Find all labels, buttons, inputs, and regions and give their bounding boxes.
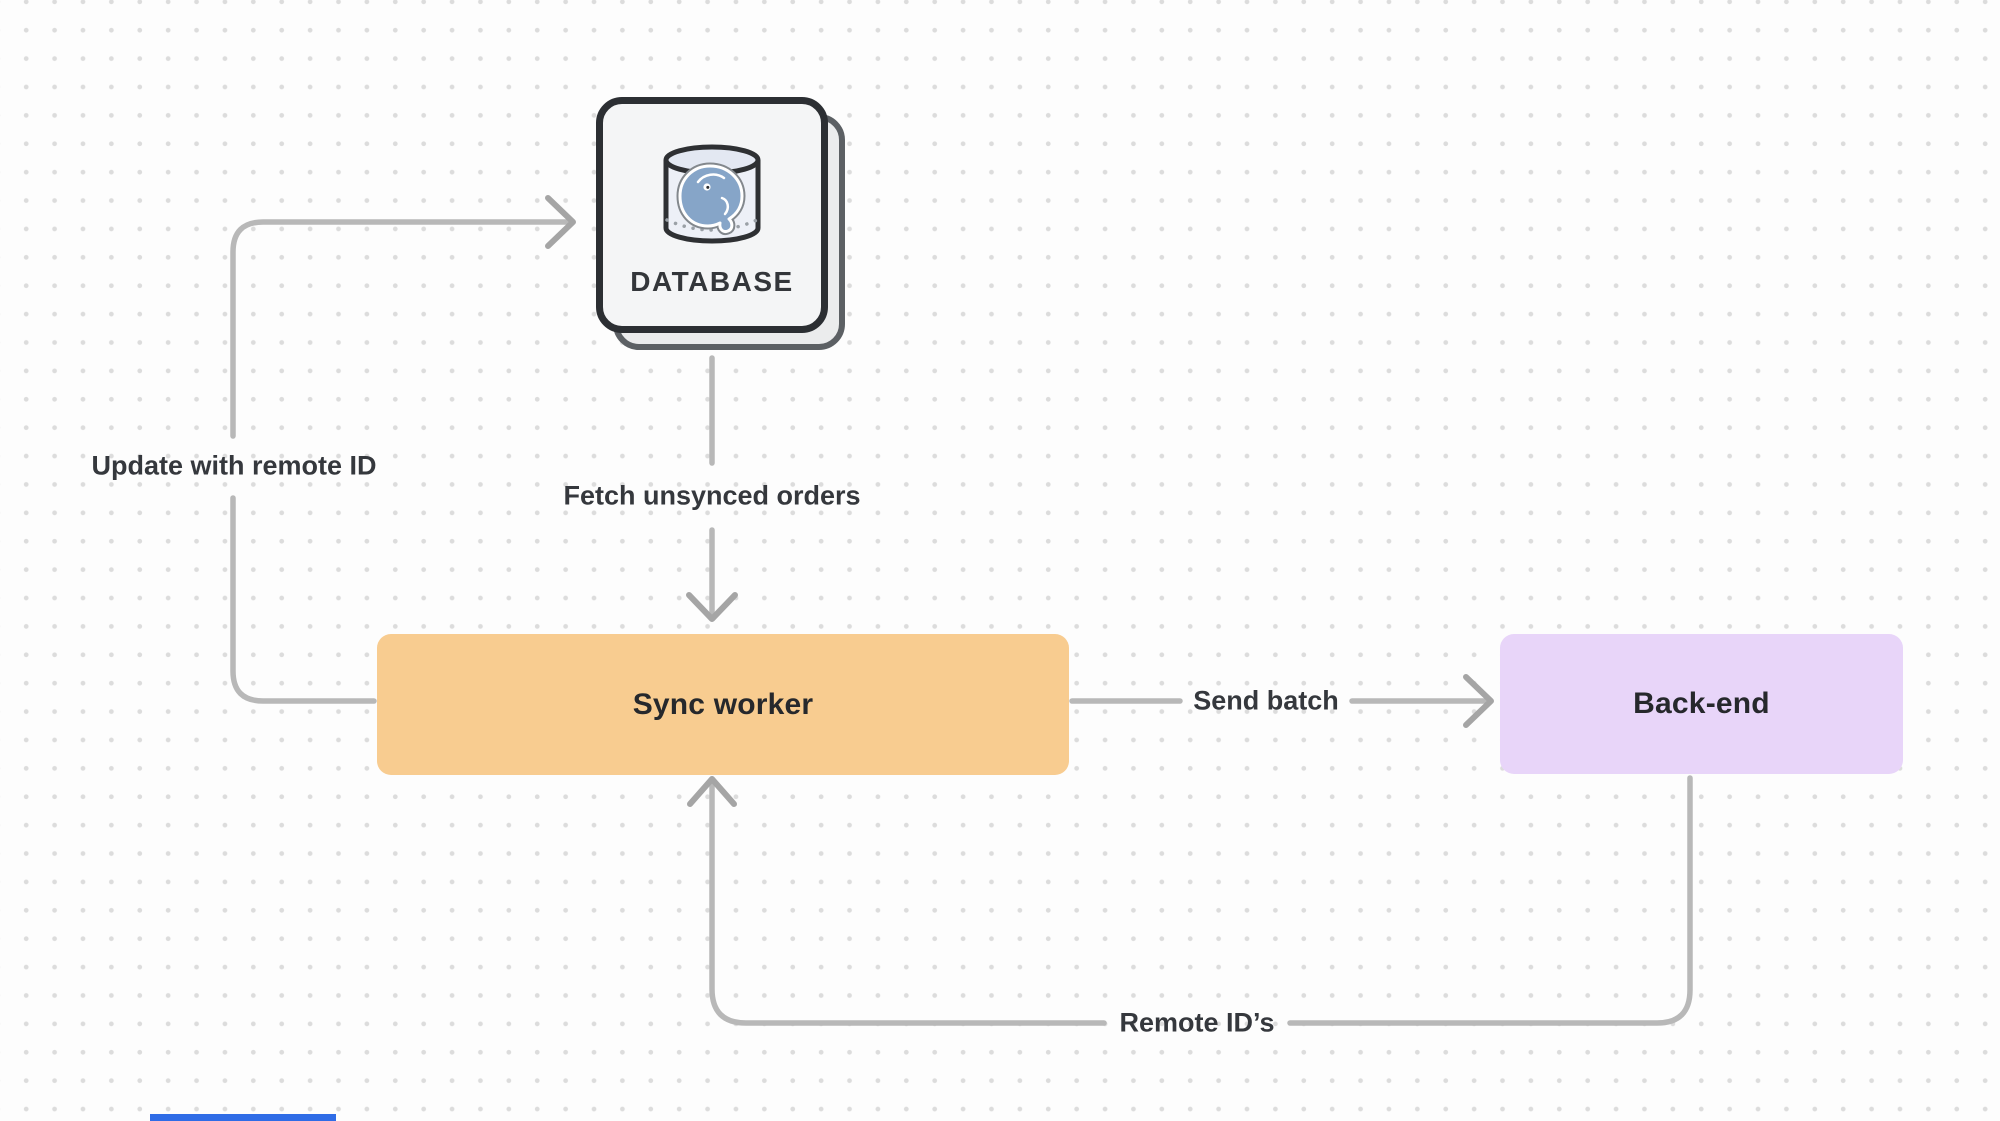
edge-label-send-batch: Send batch: [1193, 685, 1339, 716]
database-node[interactable]: DATABASE: [596, 97, 828, 333]
partial-blue-shape: [150, 1114, 336, 1121]
sync-worker-node[interactable]: Sync worker: [377, 634, 1069, 775]
edge-label-remote-ids: Remote ID’s: [1119, 1007, 1275, 1038]
postgresql-database-icon: [663, 144, 761, 244]
backend-node[interactable]: Back-end: [1500, 634, 1903, 774]
sync-worker-node-label: Sync worker: [632, 687, 814, 721]
edge-label-update-with-remote-id: Update with remote ID: [91, 450, 377, 481]
edge-remote-arrow: [687, 775, 1693, 1026]
backend-node-label: Back-end: [1633, 687, 1770, 720]
edge-send-arrow: [1069, 674, 1494, 728]
edge-label-fetch-unsynced-orders: Fetch unsynced orders: [563, 480, 861, 511]
edge-fetch-arrow: [686, 355, 738, 622]
edge-update-arrow: [230, 195, 576, 704]
database-node-label: DATABASE: [630, 266, 794, 297]
